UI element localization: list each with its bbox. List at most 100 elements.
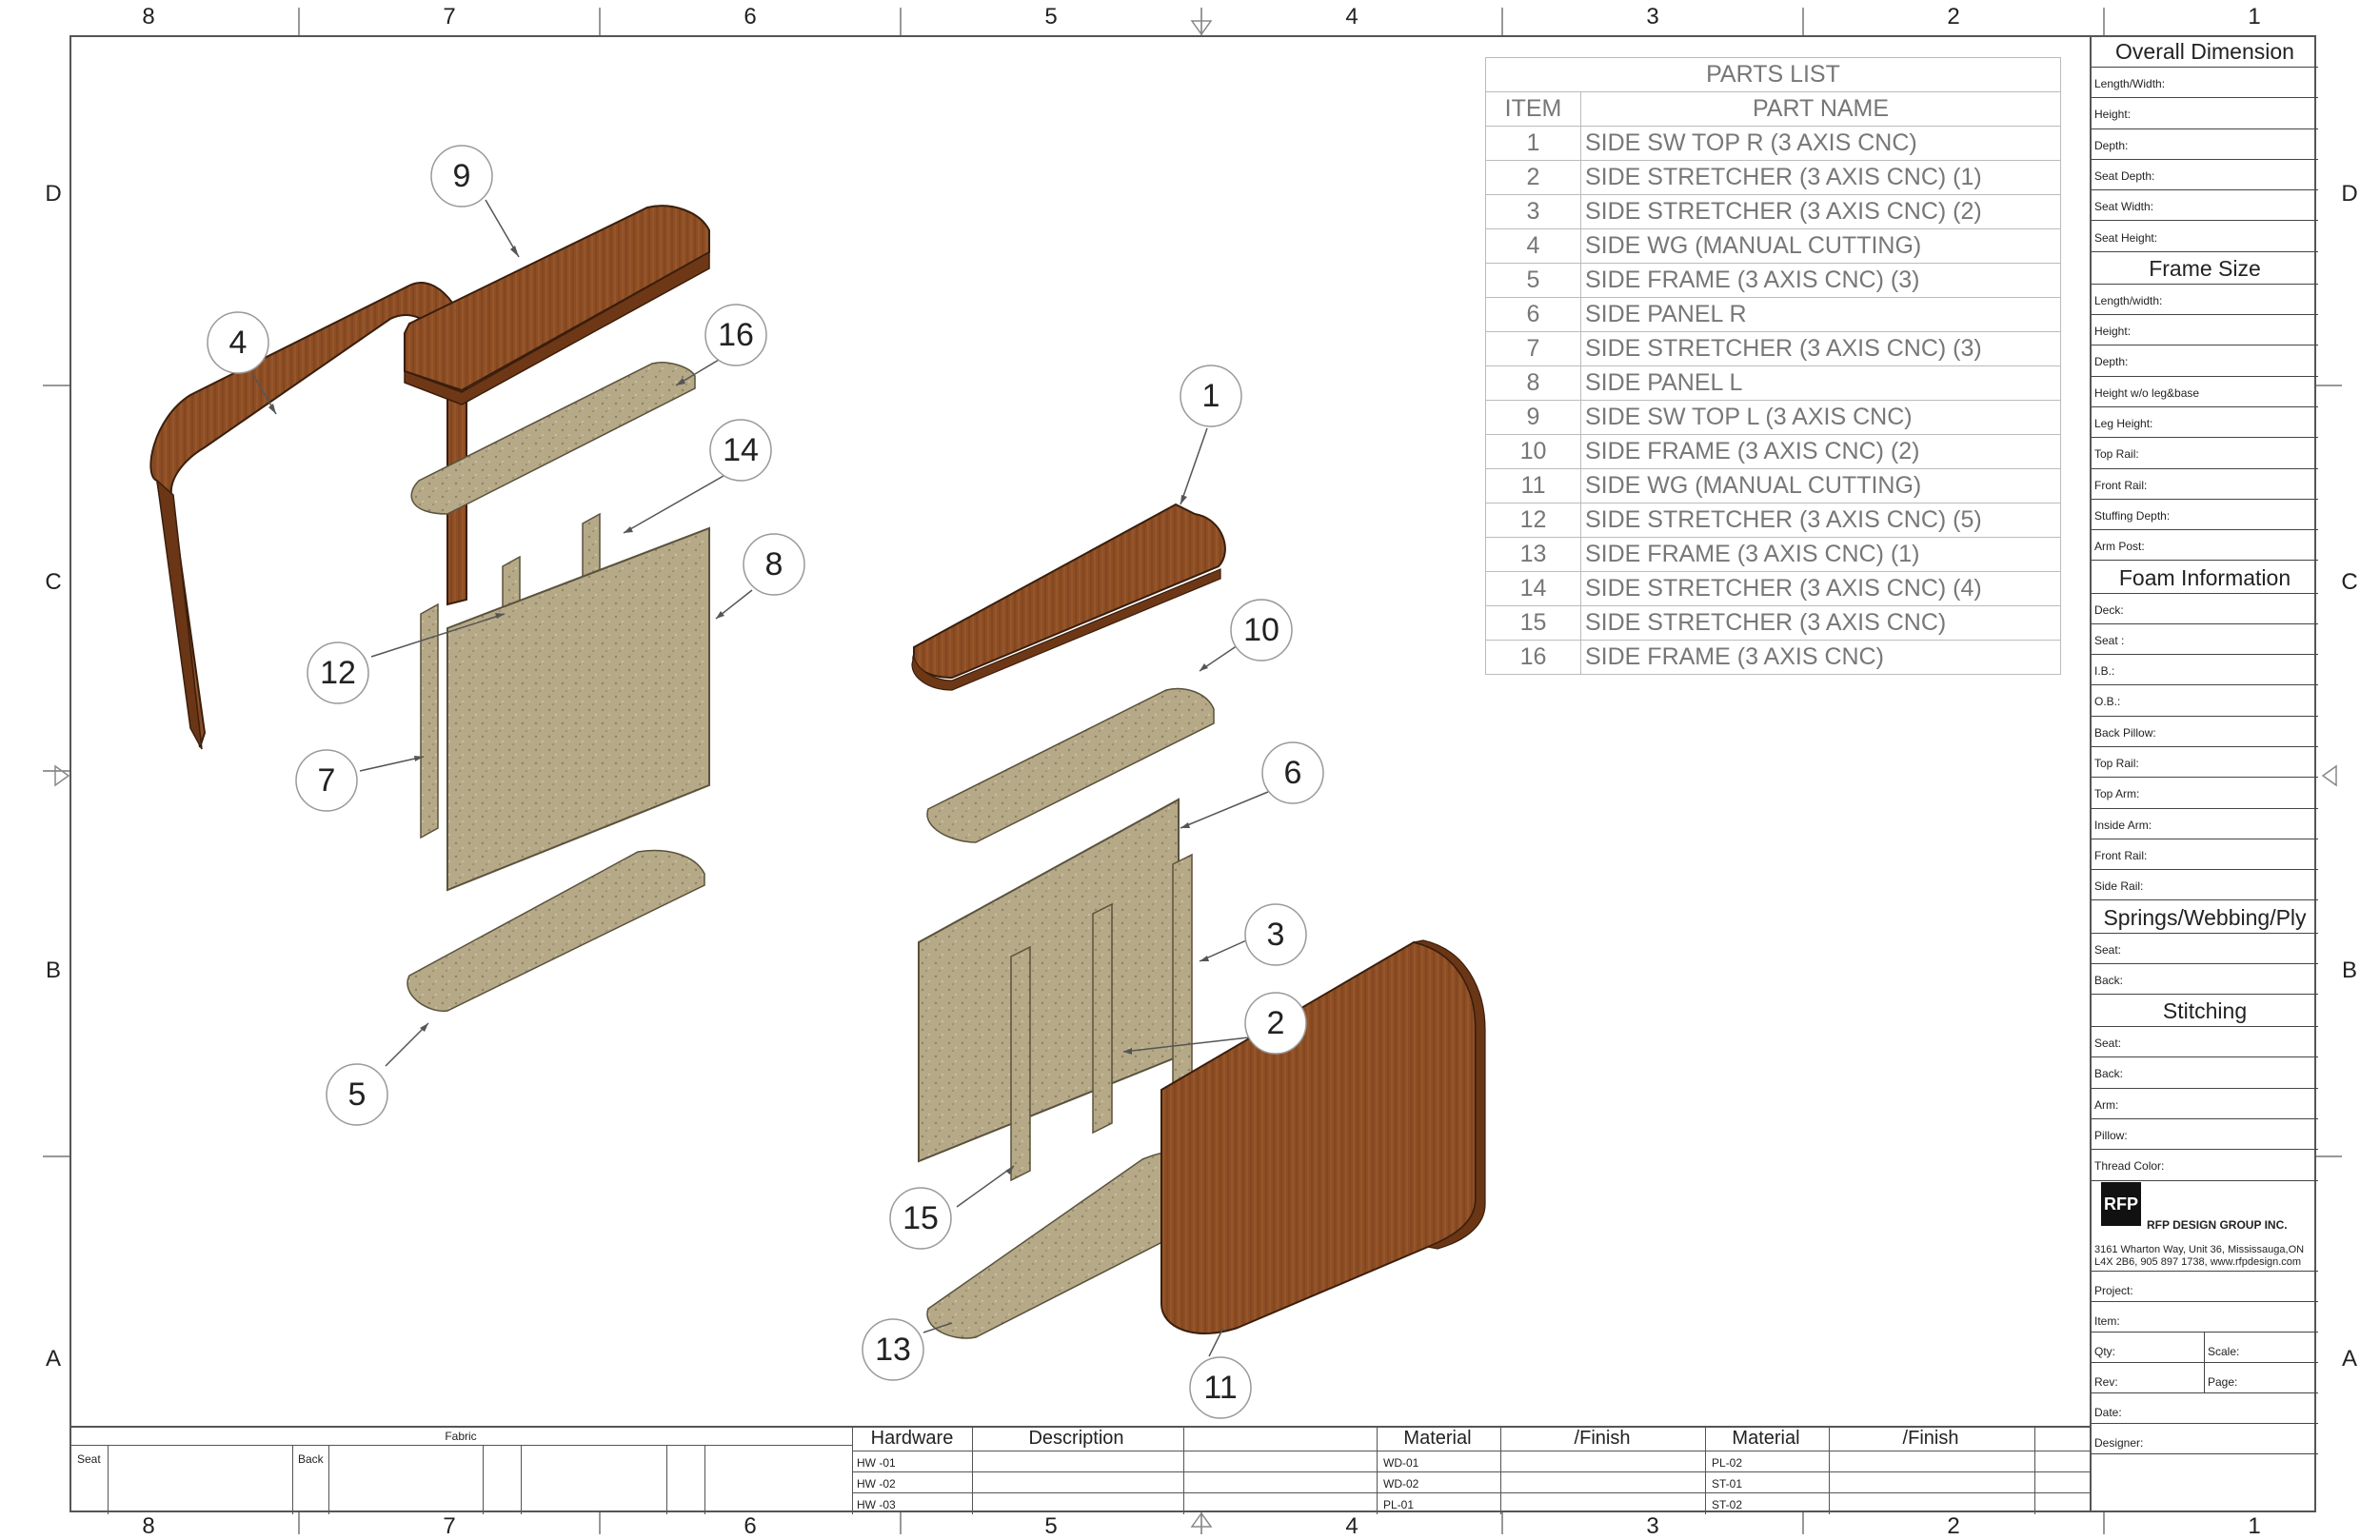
part-name: SIDE SW TOP L (3 AXIS CNC) [1580, 400, 2061, 435]
svg-text:9: 9 [453, 158, 471, 194]
hardware-1: HW -01 [857, 1456, 896, 1470]
part-item-number: 12 [1485, 503, 1581, 538]
field-springs-1: Back: [2092, 964, 2318, 996]
zone-col-7-bottom: 7 [443, 1513, 456, 1539]
zone-col-5-bottom: 5 [1044, 1513, 1058, 1539]
svg-text:14: 14 [723, 432, 759, 468]
company-name: RFP DESIGN GROUP INC. [2147, 1218, 2288, 1232]
field-springs-0: Seat: [2092, 934, 2318, 964]
svg-text:13: 13 [875, 1332, 911, 1368]
part-name: SIDE FRAME (3 AXIS CNC) (3) [1580, 263, 2061, 298]
field-frame-4: Leg Height: [2092, 407, 2318, 439]
part-item-number: 6 [1485, 297, 1581, 332]
zone-col-2: 2 [1947, 4, 1960, 30]
field-overall-1: Height: [2092, 98, 2318, 129]
callout-14: 14 [709, 419, 772, 482]
part-item-number: 3 [1485, 194, 1581, 229]
section-heading-foam: Foam Information [2092, 562, 2318, 594]
rev-field: Rev: [2092, 1363, 2205, 1393]
field-frame-2: Depth: [2092, 346, 2318, 377]
part-7-stretcher [420, 602, 439, 839]
zone-col-1-bottom: 1 [2248, 1513, 2261, 1539]
zone-col-8: 8 [142, 4, 155, 30]
part-item-number: 8 [1485, 365, 1581, 401]
field-frame-3: Height w/o leg&base [2092, 377, 2318, 407]
part-name: SIDE WG (MANUAL CUTTING) [1580, 468, 2061, 503]
part-9-sw-top-left [404, 205, 710, 405]
svg-text:6: 6 [1284, 755, 1302, 791]
parts-list-header-row: ITEM PART NAME [1485, 91, 2061, 127]
zone-row-b-right: B [2341, 958, 2357, 983]
field-overall-0: Length/Width: [2092, 68, 2318, 99]
part-1-sw-top-right [911, 503, 1226, 691]
part-item-number: 9 [1485, 400, 1581, 435]
svg-text:16: 16 [718, 317, 754, 353]
page-field: Page: [2205, 1363, 2318, 1393]
fabric-seat-label: Seat [77, 1452, 101, 1466]
parts-list-title: PARTS LIST [1485, 57, 2061, 92]
callout-3: 3 [1244, 903, 1307, 966]
material-1-row-1: WD-01 [1383, 1456, 1419, 1470]
callout-6: 6 [1261, 741, 1324, 804]
hardware-3: HW -03 [857, 1498, 896, 1511]
part-10-side-frame [926, 687, 1215, 843]
zone-row-a-right: A [2341, 1346, 2357, 1372]
project-field: Project: [2092, 1272, 2318, 1302]
part-name: SIDE PANEL L [1580, 365, 2061, 401]
zone-col-3: 3 [1646, 4, 1659, 30]
material-1-row-2: WD-02 [1383, 1477, 1419, 1491]
section-heading-springs: Springs/Webbing/Ply [2092, 901, 2318, 934]
parts-list-title-row: PARTS LIST [1485, 57, 2061, 92]
zone-row-c: C [45, 569, 62, 595]
field-overall-2: Depth: [2092, 129, 2318, 160]
callout-1: 1 [1180, 365, 1242, 427]
field-stitching-0: Seat: [2092, 1027, 2318, 1058]
part-item-number: 11 [1485, 468, 1581, 503]
column-header-item: ITEM [1485, 91, 1581, 127]
callout-11: 11 [1189, 1356, 1252, 1419]
section-heading-overall: Overall Dimension [2092, 35, 2318, 68]
qty-field: Qty: [2092, 1333, 2205, 1363]
callout-5: 5 [326, 1063, 388, 1126]
leader-arrowheads [268, 246, 1209, 1175]
designer-field: Designer: [2092, 1424, 2318, 1454]
part-13-side-frame [926, 1150, 1200, 1339]
material-heading-2: Material [1732, 1428, 1800, 1449]
part-2-stretcher [1092, 902, 1113, 1135]
part-name: SIDE FRAME (3 AXIS CNC) [1580, 640, 2061, 675]
hardware-heading: Hardware [870, 1428, 954, 1449]
field-foam-5: Top Rail: [2092, 747, 2318, 779]
zone-col-7: 7 [443, 4, 456, 30]
field-foam-2: I.B.: [2092, 655, 2318, 686]
field-overall-4: Seat Width: [2092, 190, 2318, 222]
column-header-part-name: PART NAME [1580, 91, 2061, 127]
part-item-number: 15 [1485, 605, 1581, 641]
part-15-stretcher [1010, 945, 1031, 1182]
callout-10: 10 [1230, 599, 1293, 661]
field-foam-6: Top Arm: [2092, 778, 2318, 809]
zone-col-5: 5 [1044, 4, 1058, 30]
callout-2: 2 [1244, 992, 1307, 1055]
field-overall-3: Seat Depth: [2092, 160, 2318, 191]
part-item-number: 7 [1485, 331, 1581, 366]
company-address-line-2: L4X 2B6, 905 897 1738, www.rfpdesign.com [2094, 1256, 2302, 1268]
field-foam-7: Inside Arm: [2092, 809, 2318, 839]
part-item-number: 14 [1485, 571, 1581, 606]
callout-13: 13 [862, 1318, 924, 1381]
field-frame-7: Stuffing Depth: [2092, 500, 2318, 531]
svg-text:12: 12 [320, 655, 356, 691]
part-item-number: 16 [1485, 640, 1581, 675]
